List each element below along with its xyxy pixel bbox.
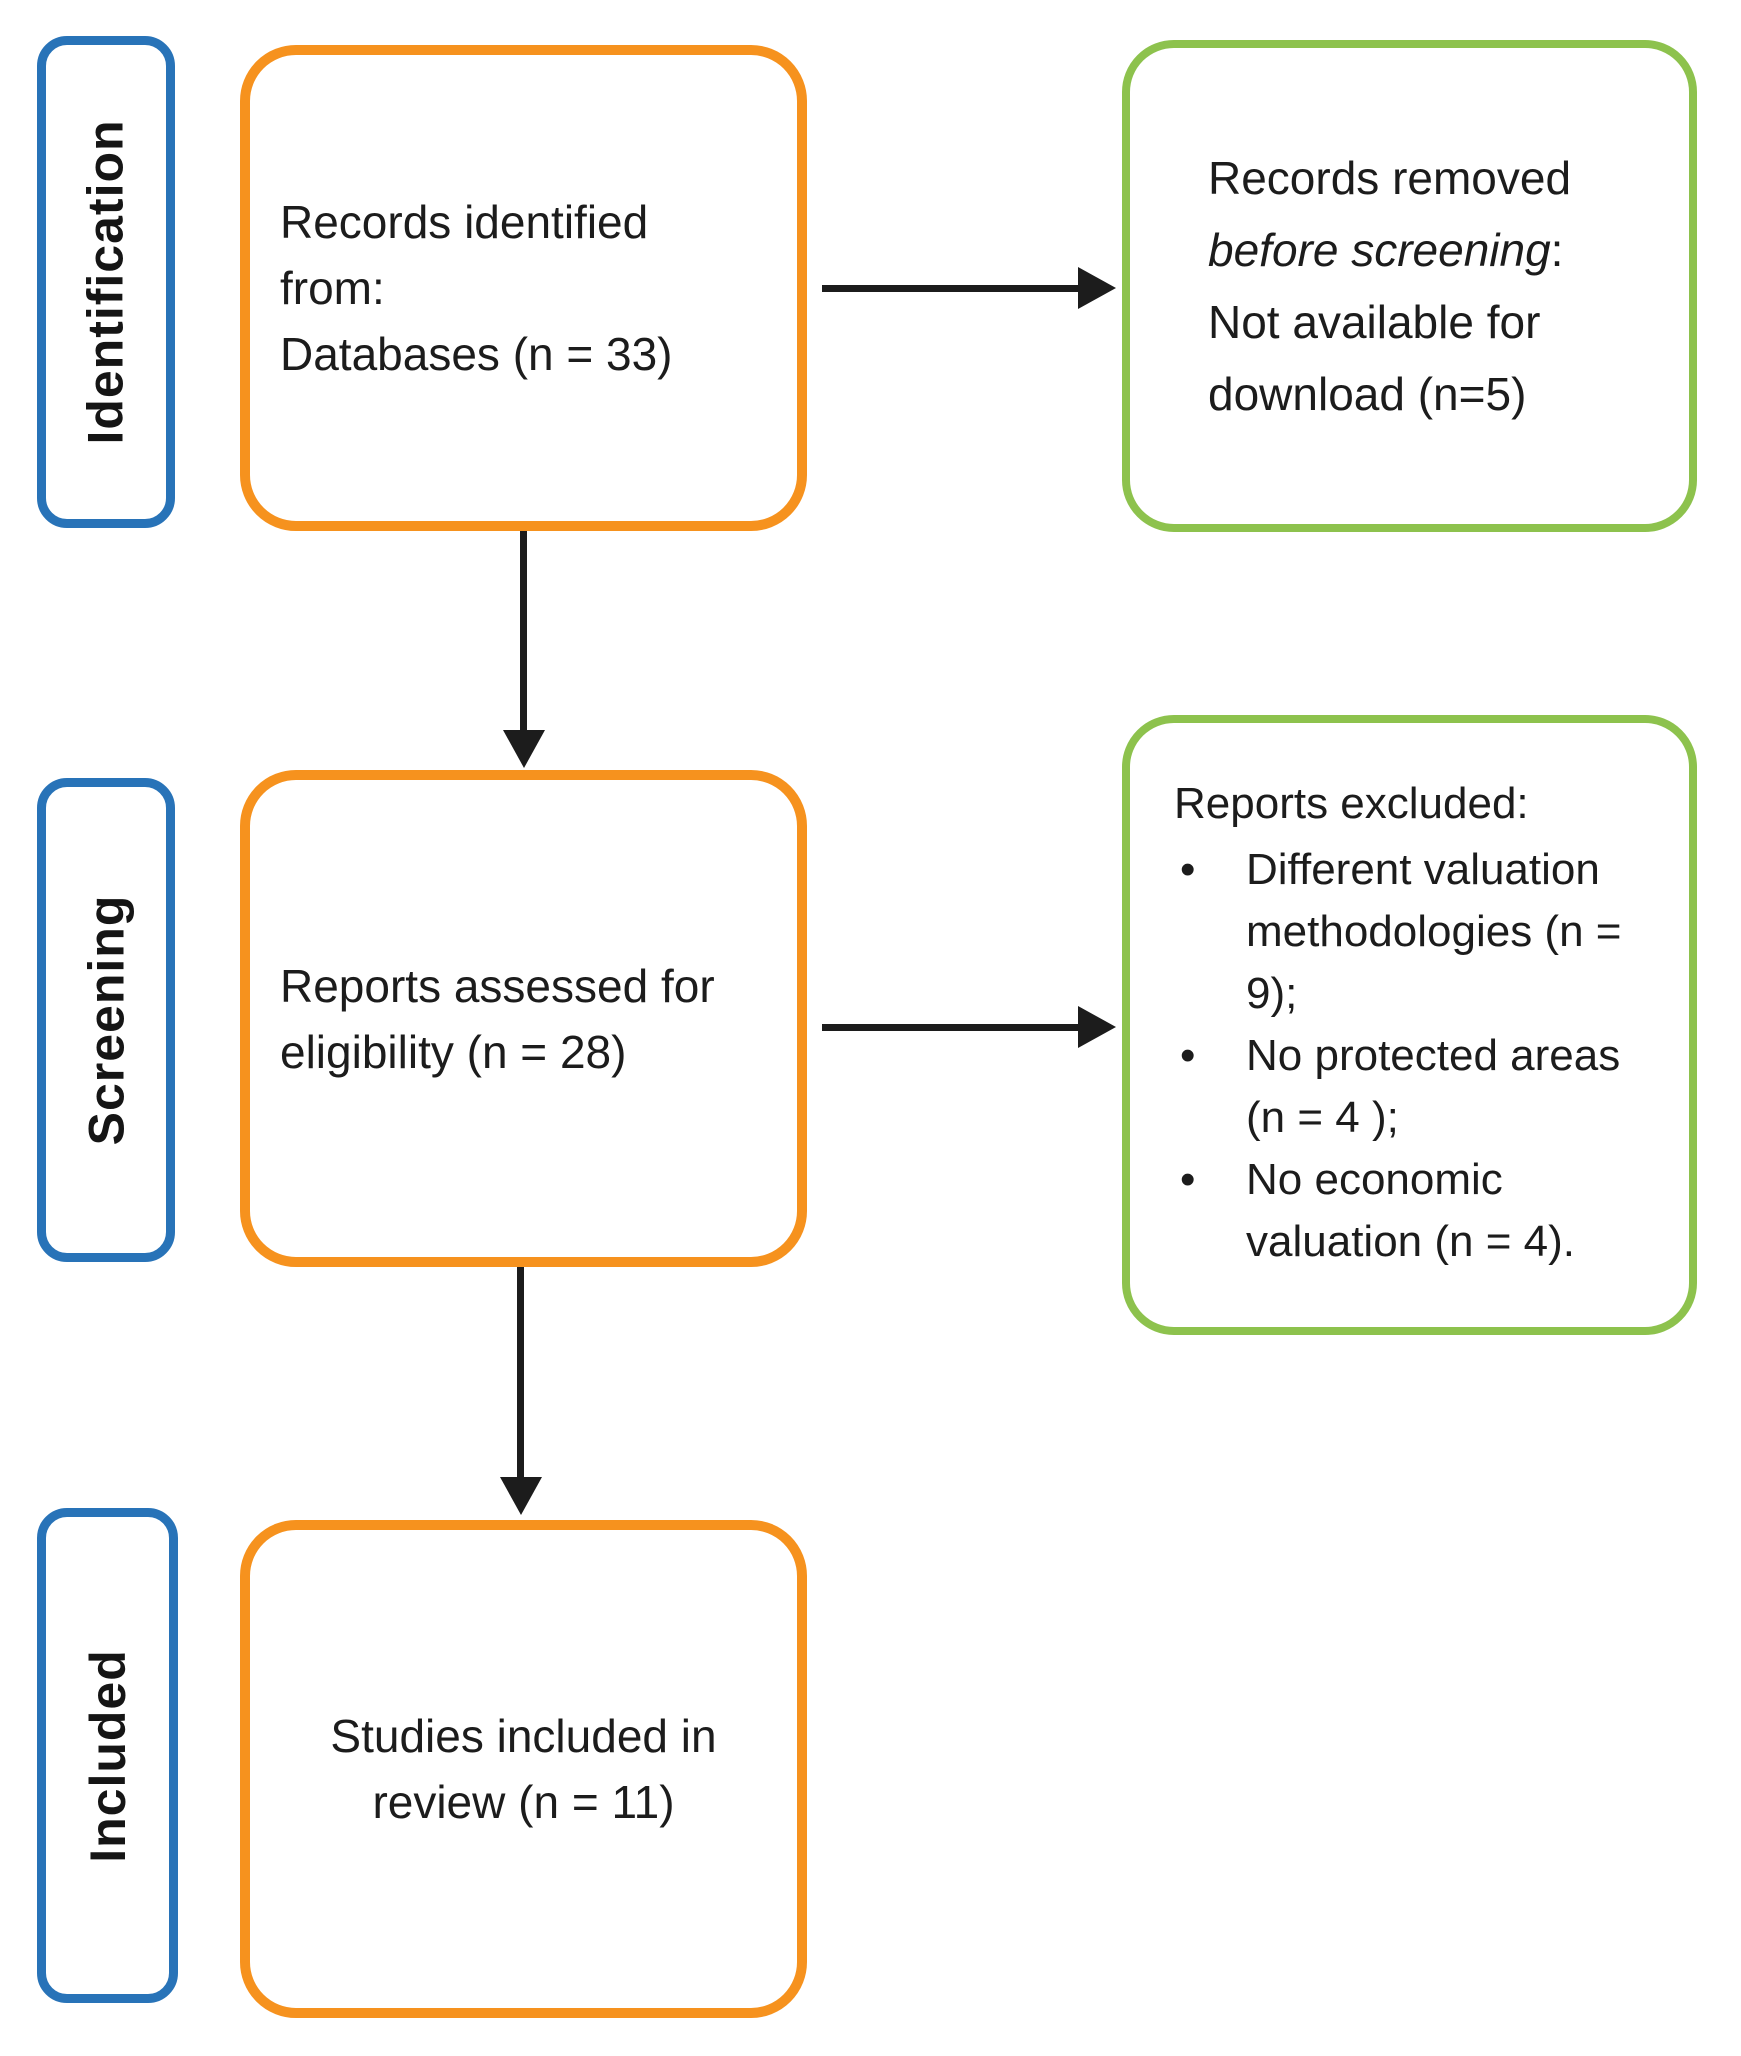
reports-excluded-bullet-3: No economic valuation (n = 4). — [1174, 1149, 1663, 1273]
records-removed-line1: Records removed — [1208, 152, 1572, 204]
arrow-assessed-to-excluded-line — [822, 1024, 1082, 1031]
reports-excluded-bullet-list: Different valuation methodologies (n = 9… — [1174, 839, 1663, 1273]
arrow-identified-to-assessed-head — [503, 730, 545, 768]
arrow-assessed-to-included-line — [517, 1267, 524, 1479]
records-identified-line1: Records identified — [280, 196, 649, 248]
arrow-identified-to-removed-line — [822, 285, 1082, 292]
stage-label-included: Included — [79, 1648, 136, 1863]
studies-included-line1: Studies included in — [330, 1710, 717, 1762]
records-removed-colon: : — [1550, 224, 1564, 276]
arrow-identified-to-removed-head — [1078, 267, 1116, 309]
arrow-identified-to-assessed-line — [520, 531, 527, 731]
reports-assessed-box: Reports assessed for eligibility (n = 28… — [240, 770, 807, 1267]
records-removed-line4: download (n=5) — [1208, 368, 1527, 420]
arrow-assessed-to-included-head — [500, 1477, 542, 1515]
reports-assessed-line2: eligibility (n = 28) — [280, 1025, 627, 1078]
stage-label-identification: Identification — [78, 119, 135, 445]
records-identified-box: Records identified from: Databases (n = … — [240, 45, 807, 531]
records-removed-italic-text: before screening — [1208, 224, 1551, 276]
stage-box-screening: Screening — [37, 778, 175, 1262]
reports-excluded-box: Reports excluded: Different valuation me… — [1122, 715, 1697, 1335]
reports-assessed-line1: Reports assessed for — [280, 959, 715, 1012]
records-removed-line3: Not available for — [1208, 296, 1541, 348]
reports-excluded-header: Reports excluded: — [1174, 779, 1529, 828]
records-removed-box: Records removed before screening: Not av… — [1122, 40, 1697, 532]
studies-included-line2: review (n = 11) — [372, 1776, 675, 1828]
reports-excluded-bullet-2: No protected areas (n = 4 ); — [1174, 1025, 1663, 1149]
records-identified-line2: from: — [280, 262, 385, 314]
arrow-assessed-to-excluded-head — [1078, 1006, 1116, 1048]
stage-box-included: Included — [37, 1508, 178, 2003]
studies-included-box: Studies included in review (n = 11) — [240, 1520, 807, 2018]
stage-box-identification: Identification — [37, 36, 175, 528]
stage-label-screening: Screening — [78, 894, 134, 1146]
reports-excluded-bullet-1: Different valuation methodologies (n = 9… — [1174, 839, 1663, 1025]
records-identified-line3: Databases (n = 33) — [280, 328, 673, 380]
records-removed-line2: before screening: — [1208, 214, 1659, 286]
